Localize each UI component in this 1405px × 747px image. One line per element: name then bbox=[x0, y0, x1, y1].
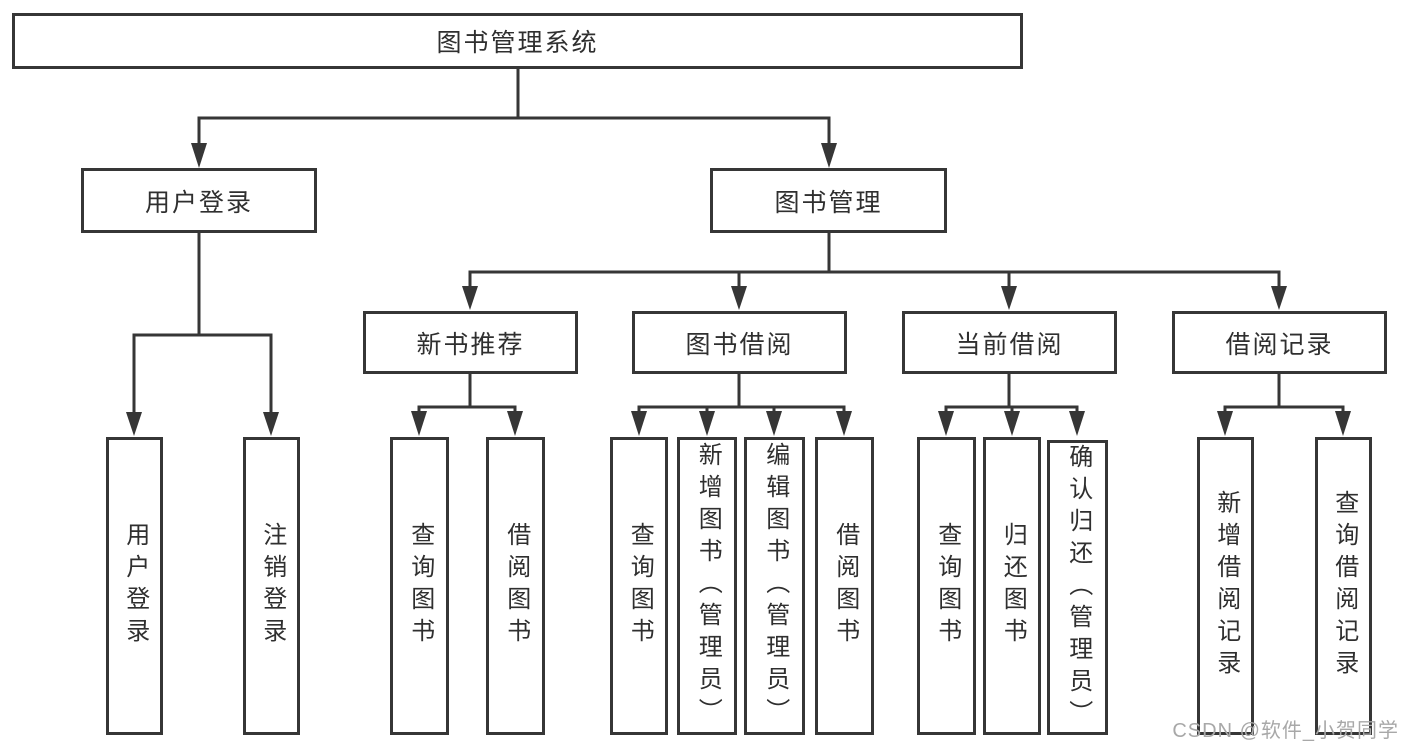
node-leaf-br-add-record: 新增借阅记录 bbox=[1197, 437, 1254, 735]
connector-new-book-rec-to-leaves bbox=[411, 372, 523, 436]
node-book-mgmt-label: 图书管理 bbox=[774, 188, 883, 217]
node-leaf-bb-edit-books: 编辑图书（管理员） bbox=[744, 437, 805, 735]
node-leaf-br-query-record-label: 查询借阅记录 bbox=[1330, 490, 1358, 682]
node-leaf-cb-return-books: 归还图书 bbox=[983, 437, 1041, 735]
node-leaf-user-login-label: 用户登录 bbox=[121, 522, 149, 650]
node-leaf-user-login: 用户登录 bbox=[106, 437, 163, 735]
connector-borrowing-records-to-leaves bbox=[1217, 372, 1351, 436]
node-leaf-bb-borrow-books-label: 借阅图书 bbox=[831, 522, 859, 650]
node-leaf-nbr-borrow-books: 借阅图书 bbox=[486, 437, 545, 735]
node-book-borrowing-label: 图书借阅 bbox=[685, 330, 794, 359]
connector-current-borrowing-to-leaves bbox=[938, 372, 1085, 436]
csdn-watermark: CSDN @软件_小贺同学 bbox=[1172, 720, 1399, 742]
node-new-book-rec: 新书推荐 bbox=[363, 311, 578, 374]
node-leaf-bb-add-books-label: 新增图书（管理员） bbox=[694, 442, 722, 730]
node-leaf-cb-confirm-return: 确认归还（管理员） bbox=[1047, 440, 1108, 735]
node-root-label: 图书管理系统 bbox=[436, 29, 599, 57]
connector-book-borrowing-to-leaves bbox=[631, 372, 852, 436]
node-leaf-cb-confirm-return-label: 确认归还（管理员） bbox=[1064, 443, 1092, 732]
node-borrowing-records-label: 借阅记录 bbox=[1225, 330, 1334, 359]
node-user-login: 用户登录 bbox=[81, 168, 317, 233]
node-root: 图书管理系统 bbox=[12, 13, 1023, 69]
node-leaf-br-add-record-label: 新增借阅记录 bbox=[1212, 490, 1240, 682]
node-user-login-label: 用户登录 bbox=[144, 188, 253, 217]
node-new-book-rec-label: 新书推荐 bbox=[416, 330, 525, 359]
connector-root-to-level2 bbox=[191, 67, 837, 168]
node-leaf-nbr-query-books: 查询图书 bbox=[390, 437, 449, 735]
node-leaf-cb-query-books: 查询图书 bbox=[917, 437, 976, 735]
node-book-mgmt: 图书管理 bbox=[710, 168, 947, 233]
node-leaf-bb-borrow-books: 借阅图书 bbox=[815, 437, 874, 735]
node-leaf-nbr-query-books-label: 查询图书 bbox=[406, 522, 434, 650]
connector-book-mgmt-to-level3 bbox=[462, 231, 1287, 310]
node-leaf-bb-add-books: 新增图书（管理员） bbox=[677, 437, 737, 735]
node-borrowing-records: 借阅记录 bbox=[1172, 311, 1387, 374]
node-leaf-logout-label: 注销登录 bbox=[258, 522, 286, 650]
node-leaf-cb-query-books-label: 查询图书 bbox=[933, 522, 961, 650]
node-leaf-bb-query-books-label: 查询图书 bbox=[626, 522, 654, 650]
node-current-borrowing: 当前借阅 bbox=[902, 311, 1117, 374]
node-leaf-cb-return-books-label: 归还图书 bbox=[999, 522, 1027, 650]
node-leaf-bb-edit-books-label: 编辑图书（管理员） bbox=[761, 442, 789, 730]
connector-user-login-to-leaves bbox=[126, 231, 279, 436]
node-leaf-br-query-record: 查询借阅记录 bbox=[1315, 437, 1372, 735]
node-leaf-logout: 注销登录 bbox=[243, 437, 300, 735]
node-current-borrowing-label: 当前借阅 bbox=[955, 330, 1064, 359]
node-leaf-nbr-borrow-books-label: 借阅图书 bbox=[502, 522, 530, 650]
node-book-borrowing: 图书借阅 bbox=[632, 311, 847, 374]
node-leaf-bb-query-books: 查询图书 bbox=[610, 437, 668, 735]
